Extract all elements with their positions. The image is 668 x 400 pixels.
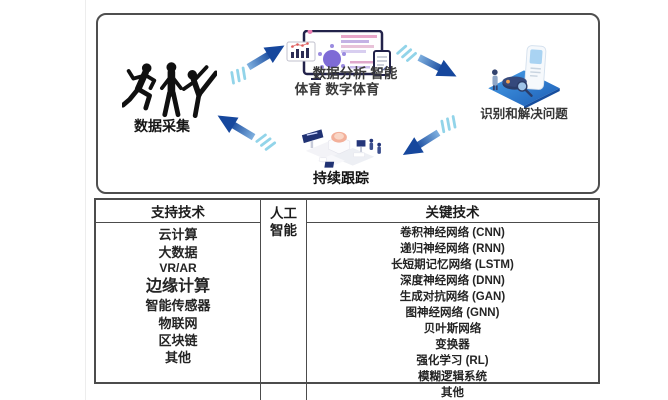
- key-item: 生成对抗网络 (GAN): [399, 291, 506, 303]
- key-item: 模糊逻辑系统: [418, 371, 487, 383]
- key-item: 递归神经网络 (RNN): [400, 243, 505, 255]
- key-item: 图神经网络 (GNN): [405, 307, 500, 319]
- ai-label-line2: 智能: [270, 223, 297, 238]
- support-tech-header: 支持技术: [96, 200, 261, 223]
- support-item: 其他: [164, 350, 191, 365]
- key-item: 贝叶斯网络: [423, 323, 482, 335]
- analysis-label-line2: 体育 数字体育: [294, 82, 380, 97]
- page-edge-line: [85, 0, 86, 400]
- data-collection-label: 数据采集: [134, 118, 190, 134]
- support-item: 物联网: [158, 316, 198, 331]
- key-item: 其他: [441, 387, 464, 399]
- key-item: 强化学习 (RL): [416, 355, 489, 367]
- key-item: 深度神经网络 (DNN): [400, 275, 505, 287]
- tracking-workstations-icon: [301, 129, 382, 168]
- analytics-dashboard-icon: [286, 30, 391, 80]
- key-tech-list: 卷积神经网络 (CNN) 递归神经网络 (RNN) 长短期记忆网络 (LSTM)…: [307, 223, 598, 400]
- arrow-analysis-to-problem-icon: [396, 44, 457, 77]
- problem-solving-icon: [488, 45, 560, 108]
- support-tech-list: 云计算 大数据 VR/AR 边缘计算 智能传感器 物联网 区块链 其他: [96, 223, 261, 400]
- arrow-tracking-to-collection-icon: [217, 115, 277, 151]
- arrow-problem-to-tracking-icon: [402, 115, 457, 155]
- analysis-label-line1: 数据分析 智能: [312, 66, 398, 81]
- support-item: 区块链: [158, 333, 198, 348]
- support-item: VR/AR: [159, 261, 197, 275]
- athletes-icon: [122, 62, 217, 119]
- support-item: 智能传感器: [145, 298, 211, 313]
- support-item: 边缘计算: [145, 278, 210, 295]
- key-tech-header: 关键技术: [307, 200, 598, 223]
- problem-solving-label: 识别和解决问题: [480, 107, 568, 121]
- key-item: 卷积神经网络 (CNN): [400, 227, 505, 239]
- analysis-label: 数据分析 智能 体育 数字体育: [278, 66, 412, 98]
- support-item: 云计算: [158, 227, 198, 242]
- tracking-label: 持续跟踪: [313, 170, 369, 186]
- support-item: 大数据: [158, 245, 198, 260]
- arrow-collection-to-analysis-icon: [230, 45, 285, 85]
- key-item: 长短期记忆网络 (LSTM): [391, 259, 514, 271]
- technology-table: 支持技术 人工 智能 关键技术 云计算 大数据 VR/AR 边缘计算 智能传感器…: [94, 198, 600, 400]
- key-item: 变换器: [435, 339, 470, 351]
- ai-label-line1: 人工: [270, 206, 297, 221]
- ai-column-cell: 人工 智能: [261, 200, 307, 400]
